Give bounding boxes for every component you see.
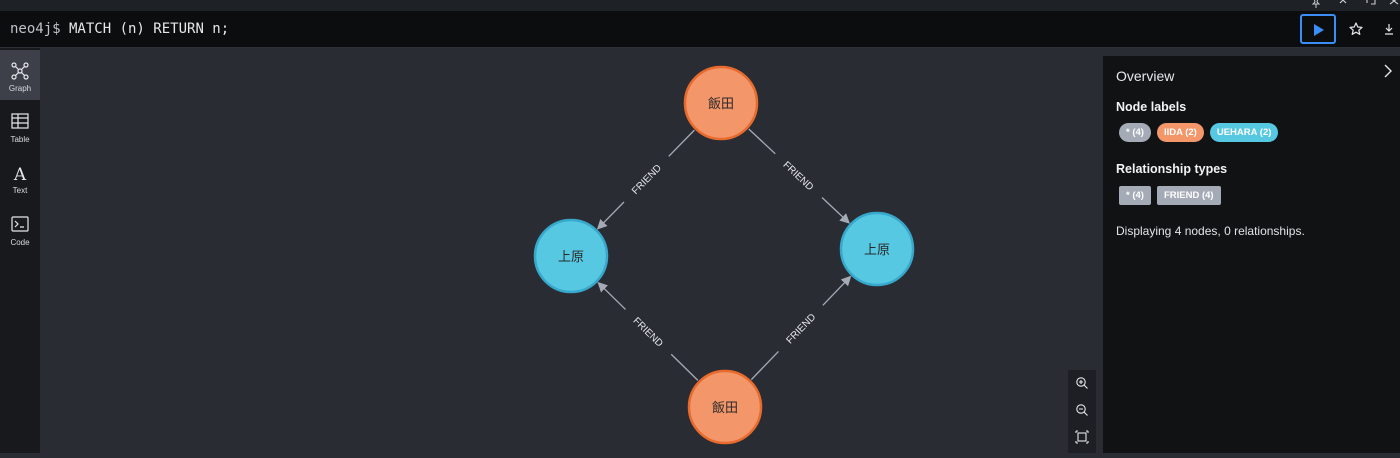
- relationship-line[interactable]: [670, 353, 699, 381]
- query-input[interactable]: neo4j$ MATCH (n) RETURN n;: [10, 21, 229, 37]
- relationship-line[interactable]: [750, 350, 779, 381]
- graph-node-uehara[interactable]: 上原: [533, 218, 609, 294]
- node-circle[interactable]: [687, 369, 763, 445]
- node-circle[interactable]: [839, 211, 915, 287]
- relationship-arrow[interactable]: [821, 197, 850, 224]
- view-tab-code[interactable]: Code: [0, 204, 40, 254]
- overview-title: Overview: [1116, 68, 1175, 84]
- node-label-pill[interactable]: IIDA (2): [1156, 123, 1204, 142]
- view-tab-table[interactable]: Table: [0, 101, 40, 151]
- star-icon: [1349, 22, 1363, 35]
- relationship-label: FRIEND: [631, 316, 665, 350]
- relationship-edge[interactable]: FRIEND: [748, 128, 850, 224]
- query-editor-bar: neo4j$ MATCH (n) RETURN n;: [0, 11, 1400, 48]
- zoom-controls: [1068, 370, 1096, 453]
- node-label-pill[interactable]: * (4): [1119, 123, 1151, 142]
- relationship-label: FRIEND: [781, 160, 816, 193]
- relationship-arrow[interactable]: [597, 281, 626, 310]
- relationship-arrow[interactable]: [822, 275, 852, 306]
- relationship-edge[interactable]: FRIEND: [596, 129, 695, 230]
- download-button[interactable]: [1378, 14, 1400, 44]
- node-circle[interactable]: [533, 218, 609, 294]
- view-tab-label: Table: [10, 135, 30, 144]
- node-label-pill[interactable]: UEHARA (2): [1209, 123, 1279, 142]
- view-tab-label: Code: [10, 238, 30, 247]
- view-tab-graph[interactable]: Graph: [0, 50, 40, 100]
- relationship-types-heading: Relationship types: [1116, 162, 1228, 176]
- relationship-line[interactable]: [748, 128, 776, 155]
- relationship-edge[interactable]: FRIEND: [597, 281, 699, 381]
- play-icon: [1314, 24, 1324, 36]
- node-caption: 飯田: [708, 97, 734, 112]
- chevron-right-icon[interactable]: [1382, 64, 1394, 78]
- relationship-edge[interactable]: FRIEND: [750, 275, 852, 381]
- expand-icon[interactable]: [1365, 0, 1377, 9]
- node-circle[interactable]: [683, 65, 759, 141]
- download-icon: [1385, 24, 1393, 35]
- favorite-button[interactable]: [1341, 14, 1371, 44]
- view-tab-label: Text: [12, 186, 28, 195]
- table-icon: [11, 113, 29, 129]
- node-labels-heading: Node labels: [1116, 100, 1187, 114]
- close-icon[interactable]: [1337, 0, 1349, 9]
- relationship-type-pill[interactable]: * (4): [1119, 186, 1151, 205]
- minimize-icon[interactable]: [1388, 0, 1400, 9]
- editor-prompt: neo4j$: [10, 21, 61, 37]
- graph-node-iida[interactable]: 飯田: [687, 369, 763, 445]
- graph-node-uehara[interactable]: 上原: [839, 211, 915, 287]
- node-caption: 上原: [558, 250, 584, 265]
- relationship-label: FRIEND: [630, 163, 664, 197]
- graph-icon: [11, 62, 29, 80]
- relationship-type-pill[interactable]: FRIEND (4): [1156, 186, 1221, 205]
- relationship-label: FRIEND: [785, 312, 819, 346]
- code-icon: [11, 216, 29, 232]
- window-top-strip: [0, 0, 1400, 11]
- node-caption: 上原: [864, 243, 890, 258]
- zoom-in-icon[interactable]: [1075, 376, 1089, 390]
- view-tab-text[interactable]: A Text: [0, 152, 40, 202]
- query-text[interactable]: MATCH (n) RETURN n;: [60, 21, 230, 37]
- text-icon: A: [13, 165, 27, 182]
- run-query-button[interactable]: [1300, 14, 1336, 44]
- overview-status: Displaying 4 nodes, 0 relationships.: [1116, 224, 1305, 238]
- graph-node-iida[interactable]: 飯田: [683, 65, 759, 141]
- fit-icon[interactable]: [1075, 430, 1089, 444]
- node-caption: 飯田: [712, 401, 738, 416]
- relationship-line[interactable]: [668, 129, 695, 157]
- relationship-arrow[interactable]: [596, 201, 625, 230]
- overview-panel: Overview Node labels * (4) IIDA (2) UEHARA…: [1103, 56, 1400, 453]
- view-tab-label: Graph: [8, 84, 32, 93]
- pin-icon[interactable]: [1310, 0, 1322, 9]
- zoom-out-icon[interactable]: [1075, 403, 1089, 417]
- view-sidebar: Graph Table A Text Code: [0, 48, 40, 453]
- svg-text:A: A: [13, 165, 27, 182]
